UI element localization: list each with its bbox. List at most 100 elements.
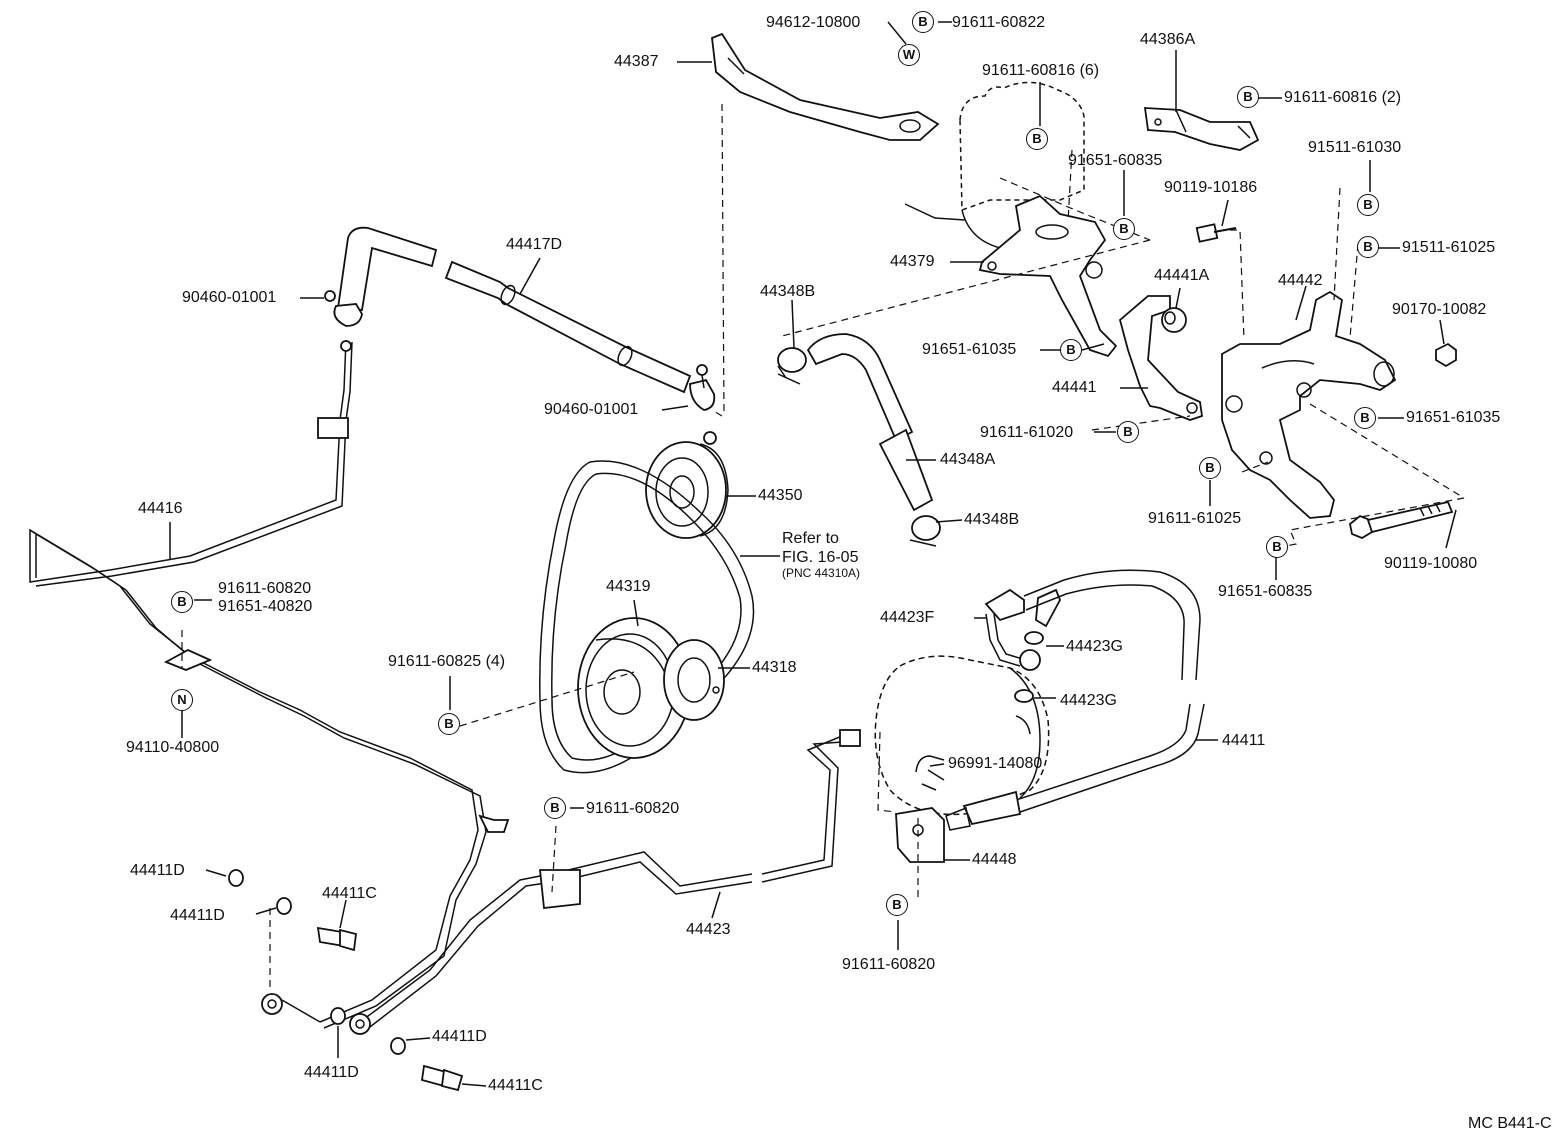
label-91651-61035-a: 91651-61035 xyxy=(922,341,1017,358)
badge-b: B xyxy=(1237,86,1259,108)
label-91611-60816-2: 91611-60816 (2) xyxy=(1284,89,1402,106)
badge-b: B xyxy=(1117,421,1139,443)
bracket-44448 xyxy=(895,807,945,863)
label-44416: 44416 xyxy=(138,500,183,517)
label-44448: 44448 xyxy=(972,851,1017,868)
label-91611-60820-b: 91611-60820 xyxy=(586,800,680,817)
label-90460-01001-a: 90460-01001 xyxy=(182,289,277,306)
label-91611-60822: 91611-60822 xyxy=(952,14,1046,31)
label-90119-10186: 90119-10186 xyxy=(1164,179,1258,196)
label-44411C-a: 44411C xyxy=(322,885,377,902)
badge-b: B xyxy=(1357,194,1379,216)
idler-pulley-44350 xyxy=(645,431,729,539)
label-44442: 44442 xyxy=(1278,272,1323,289)
badge-b: B xyxy=(912,11,934,33)
label-refer-to: Refer to xyxy=(782,530,839,547)
clamp-90460-a xyxy=(324,290,363,327)
label-90170-10082: 90170-10082 xyxy=(1392,301,1487,318)
bolt-90119-10186 xyxy=(1195,223,1237,243)
label-44441: 44441 xyxy=(1052,379,1097,396)
label-44423G-b: 44423G xyxy=(1060,692,1117,709)
hose-44411 xyxy=(945,569,1205,831)
label-91651-40820: 91651-40820 xyxy=(218,598,313,615)
label-44423: 44423 xyxy=(686,921,731,938)
label-44411D-a: 44411D xyxy=(130,862,185,879)
hose-44348A xyxy=(806,333,934,512)
label-fig-16-05: FIG. 16-05 xyxy=(782,549,859,566)
label-94612-10800: 94612-10800 xyxy=(766,14,861,31)
label-44348B-b: 44348B xyxy=(964,511,1020,528)
union-bolt-44411C-b xyxy=(420,1064,464,1092)
label-44411D-c: 44411D xyxy=(432,1028,487,1045)
label-44350: 44350 xyxy=(758,487,803,504)
clamp-90460-b xyxy=(689,364,716,411)
label-96991-14080: 96991-14080 xyxy=(948,755,1043,772)
bracket-44379 xyxy=(978,194,1118,358)
nut-90170-10082 xyxy=(1435,342,1457,368)
label-90119-10080: 90119-10080 xyxy=(1384,555,1478,572)
label-44417D: 44417D xyxy=(506,236,563,253)
spacer-44441A xyxy=(1161,307,1187,333)
pressure-tube-44423 xyxy=(349,729,861,1035)
label-44441A: 44441A xyxy=(1154,267,1210,284)
gasket-44423G-a xyxy=(1024,631,1044,645)
label-91511-61025: 91511-61025 xyxy=(1402,239,1496,256)
union-44423F xyxy=(984,588,1061,671)
clamp-44348B-b xyxy=(909,515,941,547)
badge-b: B xyxy=(1266,536,1288,558)
pulley-44318 xyxy=(663,639,725,721)
label-44386A: 44386A xyxy=(1140,31,1196,48)
dashed-reference-lines xyxy=(181,103,1465,988)
label-91651-60835-top: 91651-60835 xyxy=(1068,152,1163,169)
clamp-96991-14080 xyxy=(915,755,945,791)
badge-b: B xyxy=(171,591,193,613)
label-91611-61020: 91611-61020 xyxy=(980,424,1074,441)
badge-b: B xyxy=(438,713,460,735)
label-91611-61025: 91611-61025 xyxy=(1148,510,1242,527)
label-94110-40800: 94110-40800 xyxy=(126,739,220,756)
return-hose-44417D xyxy=(336,226,692,394)
bracket-44441 xyxy=(1118,295,1203,421)
badge-b: B xyxy=(1199,457,1221,479)
label-91611-60820-c: 91611-60820 xyxy=(842,956,936,973)
label-91651-60835-b: 91651-60835 xyxy=(1218,583,1313,600)
leader-lines xyxy=(169,21,1457,1087)
label-44319: 44319 xyxy=(606,578,651,595)
label-90460-01001-b: 90460-01001 xyxy=(544,401,639,418)
union-bolt-44411C-a xyxy=(316,926,357,952)
tube-44416 xyxy=(29,339,510,1029)
label-91611-60820-a: 91611-60820 xyxy=(218,580,312,597)
bracket-44442 xyxy=(1221,290,1397,519)
label-44348B-a: 44348B xyxy=(760,283,816,300)
label-44423F: 44423F xyxy=(880,609,935,626)
label-91511-61030: 91511-61030 xyxy=(1308,139,1402,156)
badge-w: W xyxy=(898,44,920,66)
badge-b: B xyxy=(1354,407,1376,429)
label-44348A: 44348A xyxy=(940,451,996,468)
label-44318: 44318 xyxy=(752,659,797,676)
label-91611-60816-6: 91611-60816 (6) xyxy=(982,62,1100,79)
badge-b: B xyxy=(1026,128,1048,150)
gasket-44411D-c xyxy=(330,1007,346,1025)
clamp-44348B-a xyxy=(777,347,807,385)
label-44411D-b: 44411D xyxy=(170,907,225,924)
badge-b: B xyxy=(1113,218,1135,240)
label-44387: 44387 xyxy=(614,53,659,70)
bracket-44387 xyxy=(711,32,940,141)
badge-n: N xyxy=(171,689,193,711)
gasket-44411D-a xyxy=(228,869,244,887)
label-91651-61035-b: 91651-61035 xyxy=(1406,409,1501,426)
badge-b: B xyxy=(1060,339,1082,361)
label-diagram-code: MC B441-C xyxy=(1468,1115,1552,1132)
badge-b: B xyxy=(1357,236,1379,258)
bolt-90119-10080 xyxy=(1349,500,1454,540)
gasket-44411D-b xyxy=(276,897,292,915)
badge-b: B xyxy=(886,894,908,916)
leader-94612 xyxy=(887,21,907,45)
gasket-44411D-d xyxy=(390,1037,406,1055)
label-91611-60825-4: 91611-60825 (4) xyxy=(388,653,506,670)
label-pnc-44310a: (PNC 44310A) xyxy=(782,566,861,580)
label-44411C-b: 44411C xyxy=(488,1077,543,1094)
bracket-44386A xyxy=(1143,107,1260,151)
